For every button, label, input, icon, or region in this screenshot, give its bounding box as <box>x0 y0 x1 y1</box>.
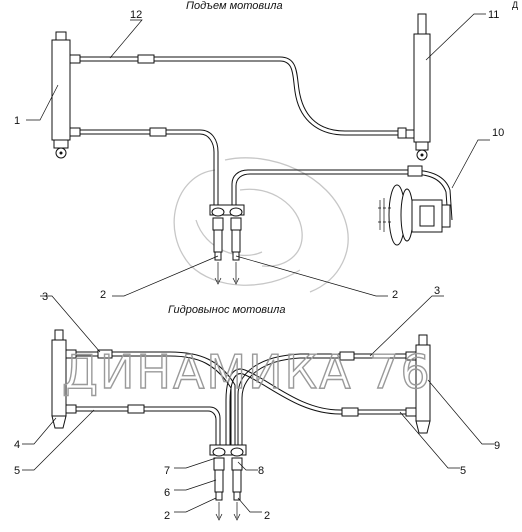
watermark-text: ДИНАМИКА 76 <box>62 345 432 399</box>
callout-8: 8 <box>258 465 264 477</box>
caption-top: Подъем мотовила <box>186 0 283 12</box>
caption-bottom: Гидровынос мотовила <box>168 304 286 316</box>
hose-lift-upper <box>80 54 407 139</box>
callout-10: 10 <box>492 127 504 139</box>
callout-1: 1 <box>14 115 20 127</box>
hose-shift-lower-right <box>225 368 406 445</box>
caption-corner: Д <box>512 0 518 10</box>
callout-2-bottom-right: 2 <box>264 510 270 522</box>
callout-2-top-right: 2 <box>392 289 398 301</box>
leader-lines <box>22 13 494 513</box>
hose-shift-upper-left <box>76 349 236 445</box>
motor-drive-assembly <box>378 184 451 246</box>
callout-5-left: 5 <box>14 465 20 477</box>
valve-block-top <box>209 204 245 285</box>
callout-3-right: 3 <box>434 285 440 297</box>
valve-block-bottom <box>209 444 247 521</box>
cylinder-left-top <box>51 31 81 159</box>
callout-3-left: 3 <box>42 291 48 303</box>
hose-lift-lower <box>80 127 219 205</box>
callout-9: 9 <box>494 440 500 452</box>
cylinder-right-bottom <box>405 334 431 434</box>
callout-7: 7 <box>164 465 170 477</box>
cylinder-right-top <box>403 13 431 161</box>
callout-11: 11 <box>488 9 499 21</box>
callout-4: 4 <box>14 439 20 451</box>
callout-2-top-left: 2 <box>100 289 106 301</box>
watermark-logo <box>173 157 349 293</box>
callout-6: 6 <box>164 487 170 499</box>
hose-shift-lower-left <box>76 404 221 445</box>
hose-to-motor <box>231 165 453 221</box>
callout-5-right: 5 <box>460 465 466 477</box>
hose-shift-upper-right <box>237 351 406 445</box>
callout-12: 12 <box>130 9 142 21</box>
callout-2-bottom-left: 2 <box>164 510 170 522</box>
